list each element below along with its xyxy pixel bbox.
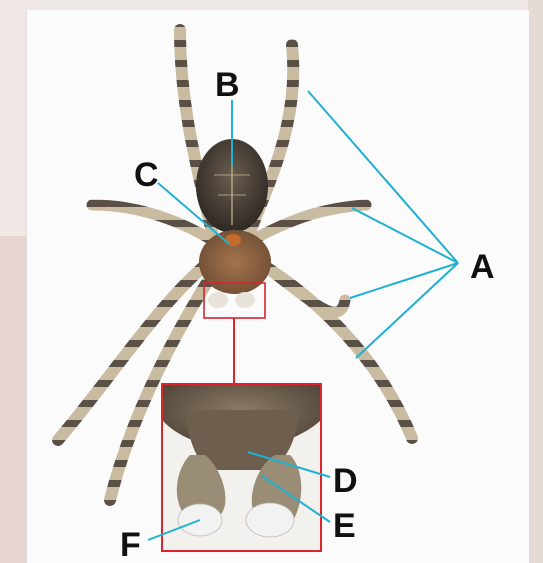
leader-a-2 [352,208,458,263]
label-e: E [333,507,356,545]
label-a: A [470,248,495,286]
label-d: D [333,462,358,500]
leader-a-3 [350,263,458,298]
leader-a-1 [308,91,458,263]
label-f: F [120,526,141,563]
label-b: B [215,66,240,104]
label-c: C [134,156,159,194]
leg-2-left [92,205,212,240]
leg-2-right [252,205,366,240]
leader-a-4 [356,263,458,358]
